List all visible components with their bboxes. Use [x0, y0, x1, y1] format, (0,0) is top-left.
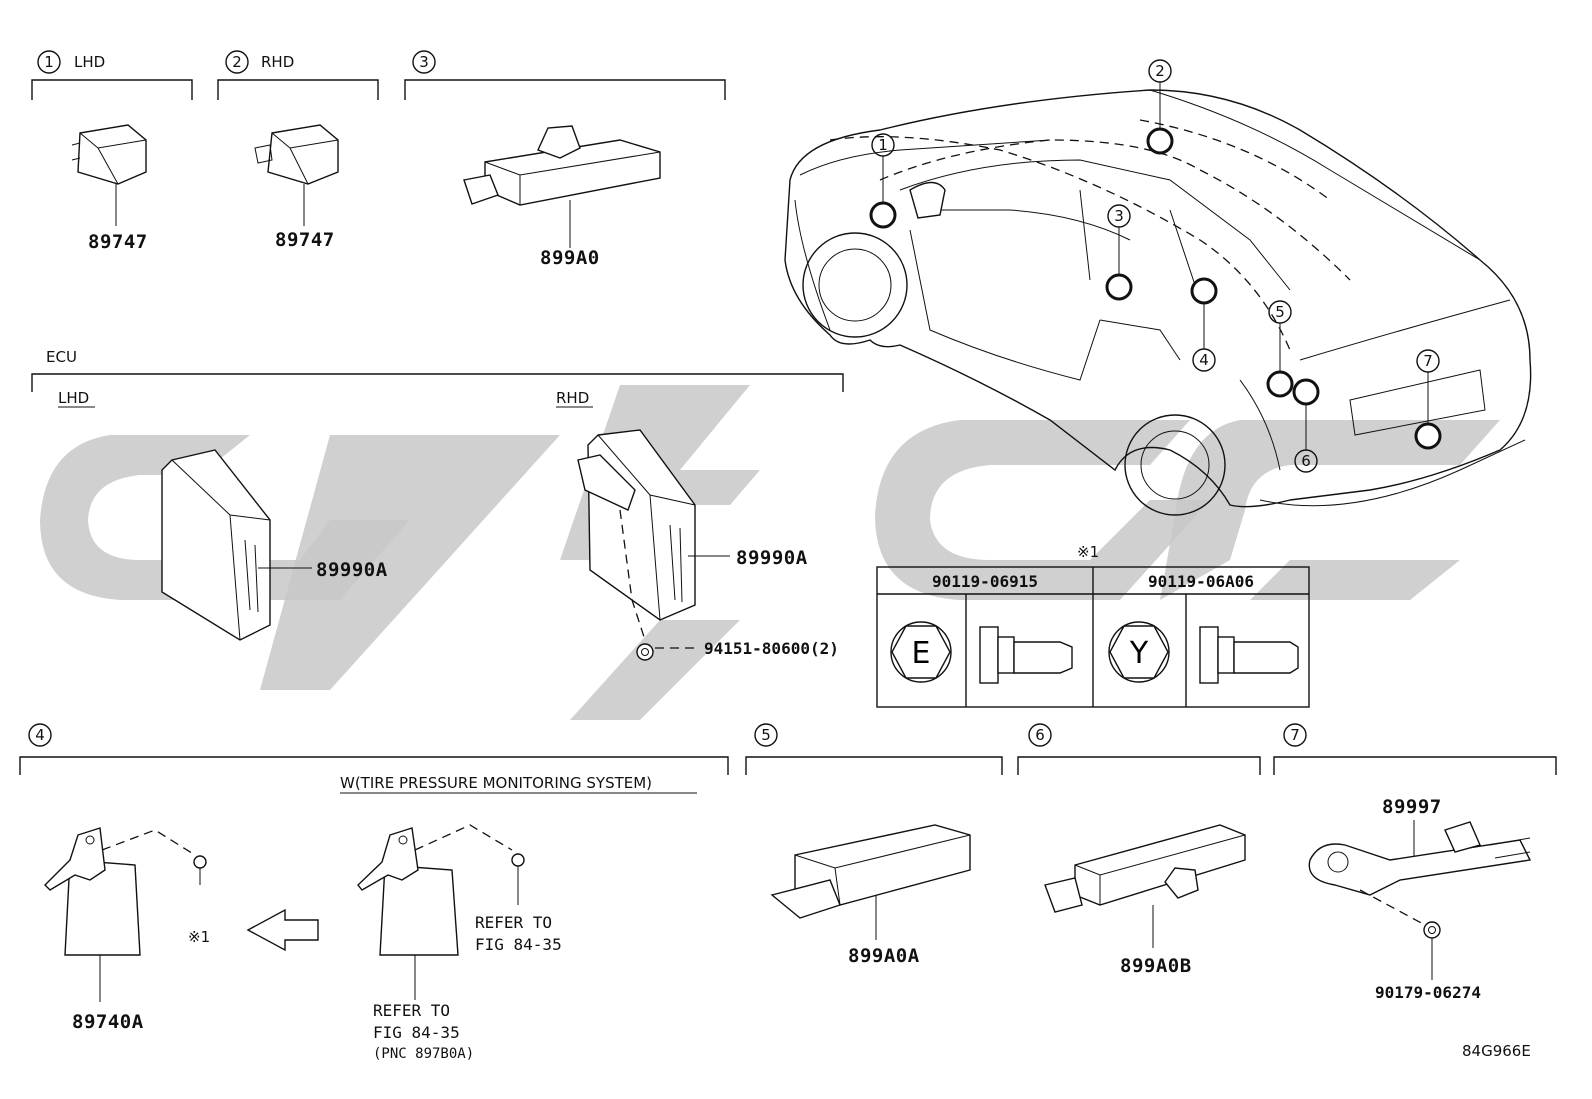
tpms-refer-2c: (PNC 897B0A) [373, 1046, 474, 1062]
car-marker-6: 6 [1292, 378, 1320, 473]
part-number-89990A-lhd: 89990A [316, 559, 388, 581]
svg-text:5: 5 [1275, 303, 1285, 321]
svg-text:2: 2 [1155, 62, 1165, 80]
watermark-logo [40, 385, 1500, 720]
car-marker-1: 1 [869, 133, 897, 229]
bolt-table: ※1 90119-06915 90119-06A06 E Y [876, 543, 1310, 708]
sensor-899A0B [1044, 824, 1246, 913]
svg-text:4: 4 [1199, 351, 1209, 369]
callout-5-group: 5 899A0A [745, 723, 1003, 967]
bolt-table-note: ※1 [1077, 543, 1099, 561]
callout-1-group: 1 LHD 89747 [31, 50, 193, 253]
callout-2-group: 2 RHD 89747 [217, 50, 379, 251]
callout-5-number: 5 [761, 726, 771, 744]
bolt-col-2: 90119-06A06 [1148, 572, 1254, 591]
ecu-title: ECU [46, 348, 77, 366]
car-marker-7: 7 [1414, 349, 1442, 450]
bolt-side-2-icon [1199, 626, 1299, 684]
bolt-col-1: 90119-06915 [932, 572, 1038, 591]
callout-7-group: 7 89997 90179-06274 [1273, 723, 1557, 1002]
callout-2-label: RHD [261, 53, 294, 71]
part-number-899A0: 899A0 [540, 247, 600, 269]
sensor-899A0 [463, 125, 661, 206]
ecu-lhd-label: LHD [58, 389, 89, 407]
sensor-899A0A [770, 824, 971, 919]
svg-text:1: 1 [878, 136, 888, 154]
callout-3-group: 3 899A0 [404, 50, 726, 269]
ecu-box-rhd [577, 429, 696, 621]
part-number-90179: 90179-06274 [1375, 983, 1481, 1002]
car-marker-3: 3 [1105, 204, 1133, 301]
callout-4-group: 4 W(TIRE PRESSURE MONITORING SYSTEM) ※1 … [19, 723, 729, 1062]
tpms-refer-1b: FIG 84-35 [475, 935, 562, 954]
part-number-89747-rhd: 89747 [275, 229, 335, 251]
bolt-head-y-icon: Y [1108, 621, 1170, 683]
svg-text:6: 6 [1301, 452, 1311, 470]
bolt-small-2-icon [511, 853, 525, 905]
svg-text:E: E [912, 636, 931, 671]
car-marker-5: 5 [1266, 300, 1294, 398]
ecu-group: ECU LHD RHD 89990A 89990A 94151-80600(2) [31, 348, 844, 661]
part-number-89740A: 89740A [72, 1011, 144, 1033]
svg-text:7: 7 [1423, 352, 1433, 370]
relay-89747-lhd [71, 124, 147, 185]
callout-3-number: 3 [419, 53, 429, 71]
vehicle-illustration [784, 89, 1532, 516]
part-number-89990A-rhd: 89990A [736, 547, 808, 569]
car-marker-4: 4 [1190, 277, 1218, 372]
part-number-94151: 94151-80600(2) [704, 639, 839, 658]
nut-90179-icon [1423, 921, 1441, 939]
part-number-899A0B: 899A0B [1120, 955, 1192, 977]
bolt-side-1-icon [979, 626, 1073, 684]
svg-text:3: 3 [1114, 207, 1124, 225]
tpms-refer-1: REFER TO [475, 913, 552, 932]
nut-94151 [636, 643, 654, 661]
tpms-note-ref: ※1 [188, 928, 210, 946]
part-number-899A0A: 899A0A [848, 945, 920, 967]
figure-id: 84G966E [1462, 1042, 1531, 1060]
tpms-refer-2b: FIG 84-35 [373, 1023, 460, 1042]
callout-1-label: LHD [74, 53, 105, 71]
relay-89747-rhd [254, 124, 339, 185]
ecu-rhd-label: RHD [556, 389, 589, 407]
bolt-small-1-icon [193, 855, 207, 885]
arrow-left-icon [246, 908, 319, 952]
receiver-89740A [44, 827, 141, 956]
callout-2-number: 2 [232, 53, 242, 71]
part-number-89997: 89997 [1382, 796, 1442, 818]
car-marker-2: 2 [1146, 59, 1174, 155]
callout-4-number: 4 [35, 726, 45, 744]
callout-6-group: 6 899A0B [1017, 723, 1261, 977]
sensor-89997 [1308, 821, 1532, 896]
ecu-box-lhd [161, 449, 271, 641]
part-number-89747-lhd: 89747 [88, 231, 148, 253]
tpms-refer-2: REFER TO [373, 1001, 450, 1020]
tpms-title: W(TIRE PRESSURE MONITORING SYSTEM) [340, 774, 652, 792]
receiver-tpms-ref [357, 827, 459, 956]
callout-7-number: 7 [1290, 726, 1300, 744]
bolt-head-e-icon: E [890, 621, 952, 683]
callout-6-number: 6 [1035, 726, 1045, 744]
callout-1-number: 1 [44, 53, 54, 71]
svg-text:Y: Y [1129, 636, 1149, 671]
